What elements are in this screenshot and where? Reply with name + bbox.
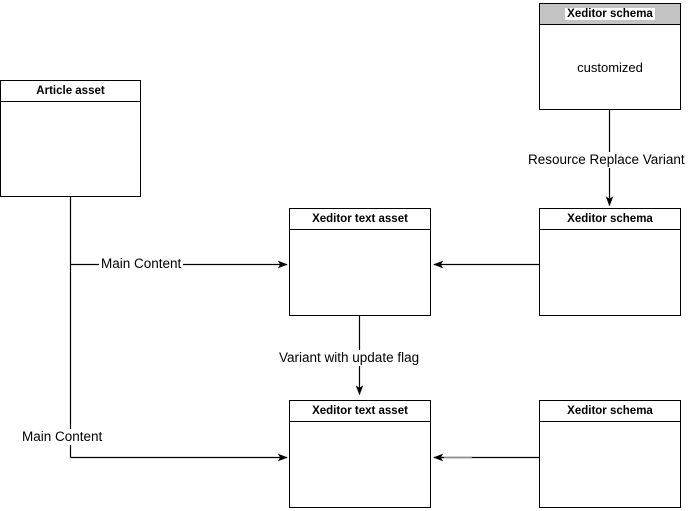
node-title-text: Xeditor text asset xyxy=(312,213,408,225)
edge-label-variant-with-update-flag: Variant with update flag xyxy=(277,350,422,366)
node-title: Xeditor schema xyxy=(540,4,680,25)
edge-label-main-content-bottom: Main Content xyxy=(20,429,105,445)
node-title-text: Xeditor text asset xyxy=(312,405,408,417)
edge-label-main-content-top: Main Content xyxy=(99,256,184,272)
node-text-asset-top[interactable]: Xeditor text asset xyxy=(289,208,431,316)
node-schema-bottom[interactable]: Xeditor schema xyxy=(539,400,681,508)
node-title: Article asset xyxy=(1,81,140,102)
node-title-text: Xeditor schema xyxy=(567,213,653,225)
node-title-text: Xeditor schema xyxy=(565,8,655,20)
node-title: Xeditor schema xyxy=(540,401,680,422)
node-body xyxy=(1,102,140,196)
edge-label-resource-replace-variant: Resource Replace Variant xyxy=(526,152,687,168)
node-title: Xeditor text asset xyxy=(290,401,430,422)
node-body xyxy=(540,230,680,315)
node-schema-middle[interactable]: Xeditor schema xyxy=(539,208,681,316)
node-title: Xeditor text asset xyxy=(290,209,430,230)
node-body: customized xyxy=(577,59,643,75)
node-schema-customized[interactable]: Xeditor schema customized xyxy=(539,3,681,110)
node-article-asset[interactable]: Article asset xyxy=(0,80,141,197)
node-text-asset-bottom[interactable]: Xeditor text asset xyxy=(289,400,431,508)
node-body xyxy=(290,422,430,507)
node-body xyxy=(290,230,430,315)
node-title-text: Xeditor schema xyxy=(567,405,653,417)
node-title-text: Article asset xyxy=(36,85,105,97)
node-body xyxy=(540,422,680,507)
node-title: Xeditor schema xyxy=(540,209,680,230)
